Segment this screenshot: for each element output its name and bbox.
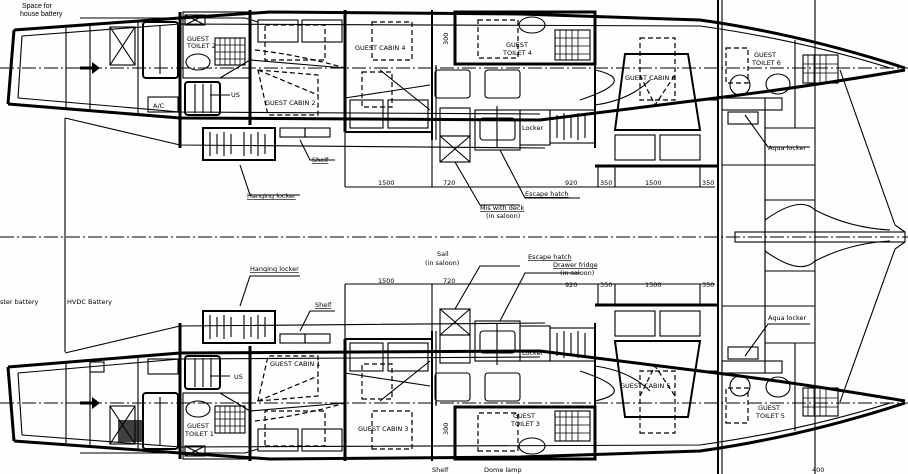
trampoline-edge: [894, 241, 906, 250]
label-guest-cabin-3: GUEST CABIN 3: [358, 425, 409, 433]
dim-label: 720: [443, 179, 455, 187]
trampoline-edge: [894, 224, 906, 233]
label-guest-cabin-2: GUEST CABIN 2: [265, 99, 316, 107]
label-escape-hatch: Escape hatch: [528, 253, 572, 261]
label-hanging-locker: Hanging locker: [247, 192, 296, 200]
dim-label: 1500: [645, 179, 662, 187]
label-shelf-2: Shelf: [432, 466, 449, 474]
label-space-battery: Space for: [22, 3, 53, 10]
port-hull-labels: ster battery HVDC Battery Hanging locker…: [0, 250, 824, 474]
label-guest-cabin-6: GUEST CABIN 6: [625, 74, 676, 82]
label-guest-toilet-3b: TOILET 3: [510, 420, 540, 428]
label-us: US: [231, 91, 240, 99]
label-hanging-locker: Hanging locker: [250, 265, 299, 273]
label-ac: A/C: [153, 102, 165, 110]
trampoline-edge: [839, 69, 896, 226]
label-escape-hatch: Escape hatch: [525, 190, 569, 198]
label-space-battery-2: house battery: [20, 11, 63, 18]
dim-label: 350: [702, 179, 714, 187]
label-guest-toilet-4b: TOILET 4: [502, 49, 532, 57]
dim-label: 350: [600, 281, 612, 289]
starboard-hull-labels: Space for house battery GUEST TOILET 2 U…: [18, 1, 807, 220]
logo-stamp: [118, 420, 144, 442]
label-guest-toilet-5: GUEST: [758, 404, 780, 412]
label-guest-cabin-5: GUEST CABIN 5: [620, 382, 671, 390]
label-guest-toilet-1b: TOILET 1: [184, 430, 214, 438]
label-aqua-locker: Aqua locker: [768, 144, 807, 152]
dim-label: 350: [702, 281, 714, 289]
dim-label: 350: [600, 179, 612, 187]
trampoline-edge: [839, 248, 896, 403]
label-vertical-dim: 300: [442, 33, 450, 45]
label-shelf: Shelf: [312, 156, 329, 164]
long-striker: [734, 231, 906, 243]
label-sail: Sail: [437, 250, 449, 258]
label-us: US: [234, 373, 243, 381]
label-guest-cabin-1: GUEST CABIN 1: [270, 360, 321, 368]
label-shelf: Shelf: [315, 301, 332, 309]
dim-label: 1500: [378, 277, 395, 285]
label-guest-toilet-6: GUEST: [754, 51, 776, 59]
label-drawer-fridge-2: (in saloon): [560, 269, 594, 277]
label-guest-toilet-3: GUEST: [513, 412, 535, 420]
dim-label: 920: [565, 281, 577, 289]
label-dome-lamp: Dome lamp: [484, 466, 522, 474]
label-hvdc-battery: HVDC Battery: [67, 298, 112, 306]
label-fridge-2: (in saloon): [486, 212, 520, 220]
label-locker: Locker: [522, 349, 544, 357]
dim-label: 720: [443, 277, 455, 285]
label-guest-toilet-4: GUEST: [506, 41, 528, 49]
label-guest-cabin-4: GUEST CABIN 4: [355, 44, 406, 52]
label-drawer-fridge: Drawer fridge: [553, 261, 598, 269]
dim-label: 1500: [378, 179, 395, 187]
label-backdrop: [18, 1, 80, 18]
label-starter-battery: ster battery: [0, 298, 39, 306]
label-fridge: Mis with deck: [480, 204, 524, 212]
label-sail-2: (in saloon): [425, 259, 459, 267]
label-guest-toilet-2b: TOILET 2: [186, 42, 216, 50]
label-guest-toilet-6b: TOILET 6: [751, 59, 781, 67]
label-aqua-locker: Aqua locker: [768, 314, 807, 322]
label-guest-toilet-2: GUEST: [187, 35, 209, 43]
label-locker: Locker: [522, 124, 544, 132]
dim-label: 920: [565, 179, 577, 187]
dim-label: 1500: [645, 281, 662, 289]
label-guest-toilet-5b: TOILET 5: [755, 412, 785, 420]
hatch-symbol: [89, 361, 105, 373]
label-dim-400: 400: [812, 466, 824, 474]
label-vertical-dim: 300: [442, 423, 450, 435]
label-guest-toilet-1: GUEST: [187, 422, 209, 430]
